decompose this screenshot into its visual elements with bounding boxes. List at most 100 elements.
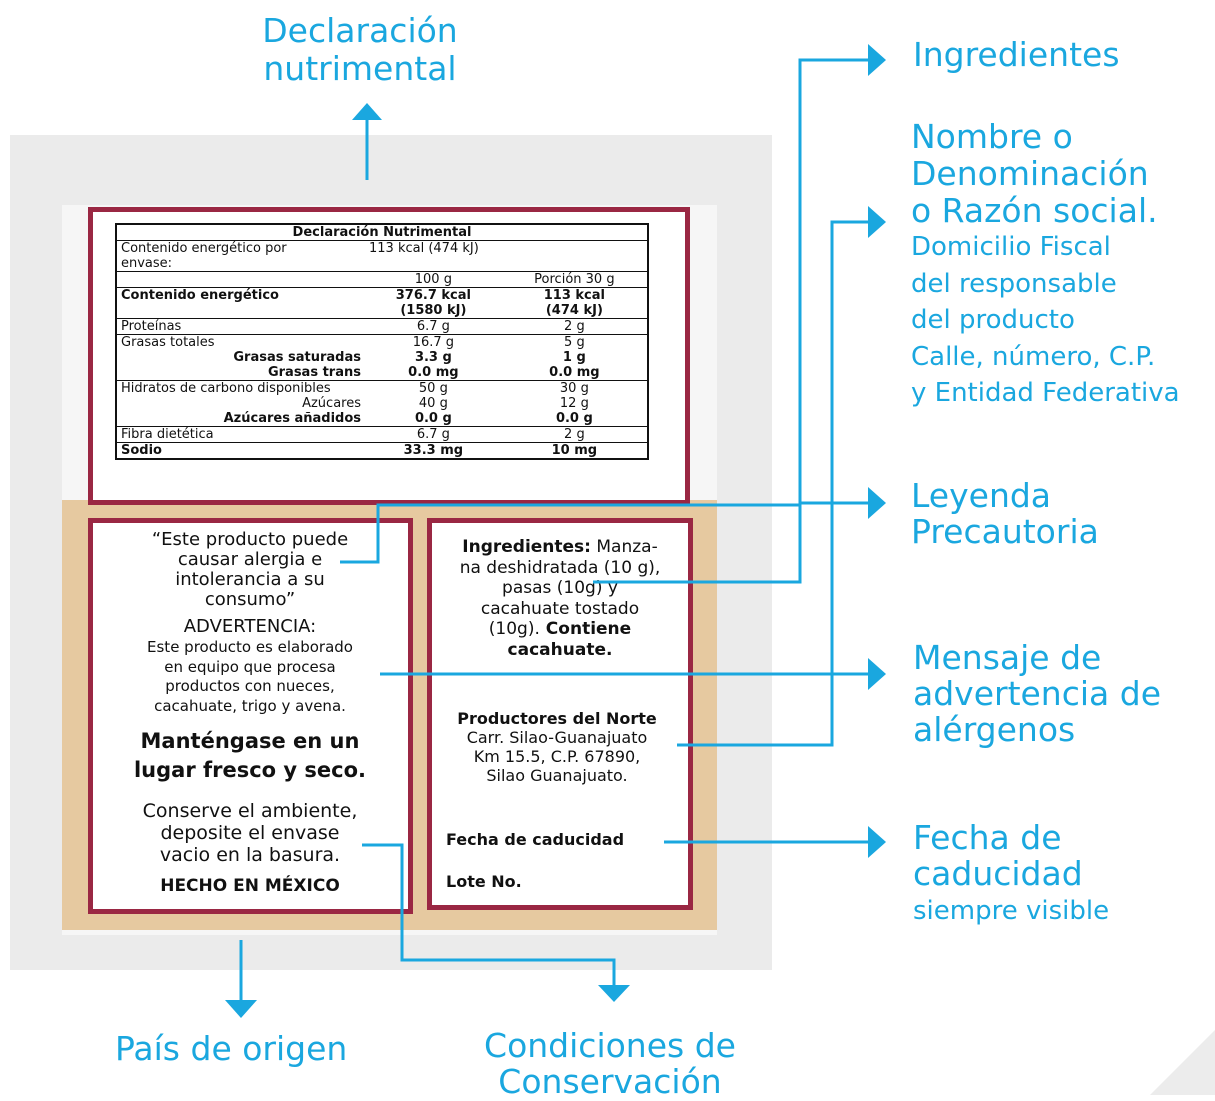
callout-line: Nombre o bbox=[911, 117, 1073, 156]
callout-fecha: Fecha de caducidad bbox=[913, 820, 1083, 892]
row-value: 2 g bbox=[501, 426, 647, 443]
environment-message: Conserve el ambiente, deposite el envase… bbox=[100, 800, 400, 866]
row-label: Contenido energético bbox=[117, 287, 365, 303]
row-value: 6.7 g bbox=[365, 318, 502, 335]
producer-address-line: Silao Guanajuato. bbox=[486, 766, 628, 785]
nutrition-table: Declaración Nutrimental Contenido energé… bbox=[115, 223, 649, 460]
lot-number-label: Lote No. bbox=[446, 872, 522, 891]
quote-line: “Este producto puede bbox=[151, 529, 349, 550]
row-label: Azúcares bbox=[302, 396, 361, 411]
callout-line: y Entidad Federativa bbox=[911, 378, 1180, 408]
arrow-right-icon bbox=[868, 206, 886, 238]
callout-line: Leyenda bbox=[911, 476, 1052, 515]
warning-text: Este producto es elaborado en equipo que… bbox=[100, 638, 400, 716]
row-value: 10 mg bbox=[501, 442, 647, 458]
quote-line: intolerancia a su bbox=[175, 569, 325, 590]
storage-conditions: Manténgase en un lugar fresco y seco. bbox=[100, 727, 400, 785]
row-value: 30 g bbox=[501, 380, 647, 396]
callout-leyenda: Leyenda Precautoria bbox=[911, 478, 1099, 550]
callout-line: Declaración bbox=[262, 11, 458, 50]
ingredients-line: pasas (10g) y bbox=[502, 578, 618, 598]
ingredients-line: Manza- bbox=[590, 537, 658, 557]
row-value: 40 g bbox=[418, 396, 448, 411]
row-value: (474 kJ) bbox=[545, 303, 603, 318]
energy-per-pack-label-2: envase: bbox=[121, 256, 173, 271]
callout-fecha-sub: siempre visible bbox=[913, 896, 1110, 926]
callout-mensaje: Mensaje de advertencia de alérgenos bbox=[913, 640, 1161, 748]
callout-domicilio: Domicilio Fiscal del responsable del pro… bbox=[911, 229, 1180, 412]
callout-line: Domicilio Fiscal bbox=[911, 232, 1111, 262]
row-label: Sodio bbox=[117, 442, 365, 458]
row-label: Hidratos de carbono disponibles bbox=[117, 380, 365, 396]
warning-line: en equipo que procesa bbox=[164, 657, 336, 676]
arrow-down-icon bbox=[225, 1000, 257, 1018]
row-value: 33.3 mg bbox=[365, 442, 502, 458]
producer-address-line: Carr. Silao-Guanajuato bbox=[466, 728, 648, 747]
allergy-quote: “Este producto puede causar alergia e in… bbox=[100, 530, 400, 610]
row-value: 0.0 mg bbox=[549, 365, 600, 380]
quote-line: causar alergia e bbox=[177, 549, 323, 570]
row-value: 6.7 g bbox=[365, 426, 502, 443]
row-label: Grasas saturadas bbox=[233, 350, 361, 365]
row-value: 376.7 kcal bbox=[365, 287, 502, 303]
expiry-date-label: Fecha de caducidad bbox=[446, 830, 625, 849]
warning-line: cacahuate, trigo y avena. bbox=[154, 696, 346, 715]
row-value: 0.0 g bbox=[555, 411, 593, 426]
row-value: 3.3 g bbox=[414, 350, 452, 365]
environment-line: Conserve el ambiente, bbox=[142, 800, 358, 822]
callout-line: Fecha de bbox=[913, 818, 1062, 857]
connector-nombre bbox=[677, 220, 870, 747]
callout-line: advertencia de bbox=[913, 674, 1161, 713]
row-value: 5 g bbox=[501, 334, 647, 350]
row-value: 16.7 g bbox=[365, 334, 502, 350]
warning-line: productos con nueces, bbox=[165, 677, 335, 695]
producer-name: Productores del Norte bbox=[457, 709, 657, 728]
callout-line: Precautoria bbox=[911, 512, 1099, 551]
arrow-right-icon bbox=[868, 487, 886, 519]
corner-decoration bbox=[1150, 1030, 1215, 1095]
row-value: 0.0 g bbox=[414, 411, 452, 426]
arrow-right-icon bbox=[868, 826, 886, 858]
row-value: 0.0 mg bbox=[408, 365, 459, 380]
connector-ingredientes bbox=[593, 58, 870, 584]
row-label: Proteínas bbox=[117, 318, 365, 335]
producer-address-line: Km 15.5, C.P. 67890, bbox=[473, 747, 641, 766]
row-label: Grasas totales bbox=[117, 334, 365, 350]
warning-line: Este producto es elaborado bbox=[147, 638, 353, 656]
connector-leyenda bbox=[340, 501, 870, 564]
environment-line: deposite el envase bbox=[160, 822, 340, 844]
country-of-origin: HECHO EN MÉXICO bbox=[160, 876, 340, 896]
arrow-right-icon bbox=[868, 44, 886, 76]
callout-line: o Razón social. bbox=[911, 191, 1158, 230]
row-value: 12 g bbox=[559, 396, 589, 411]
allergen-contains: Contiene bbox=[539, 619, 632, 639]
energy-per-pack-value: 113 kcal (474 kJ) bbox=[369, 241, 479, 256]
energy-per-pack-label: Contenido energético por bbox=[121, 241, 287, 256]
callout-declaracion: Declaración nutrimental bbox=[240, 12, 480, 88]
ingredients-label: Ingredientes: bbox=[462, 537, 591, 557]
arrow-up-icon bbox=[352, 103, 382, 120]
callout-line: del responsable bbox=[911, 268, 1117, 299]
callout-line: nutrimental bbox=[263, 48, 457, 88]
callout-pais: País de origen bbox=[115, 1029, 348, 1068]
callout-line: del producto bbox=[911, 305, 1075, 335]
col-100g-header: 100 g bbox=[365, 271, 502, 288]
row-label: Azúcares añadidos bbox=[223, 411, 361, 426]
warning-title: ADVERTENCIA: bbox=[183, 616, 317, 637]
row-value: 1 g bbox=[562, 350, 586, 365]
callout-line: Calle, número, C.P. bbox=[911, 341, 1156, 372]
row-label: Fibra dietética bbox=[117, 426, 365, 443]
ingredients-line: cacahuate tostado bbox=[480, 598, 640, 619]
callout-line: Denominación bbox=[911, 154, 1149, 193]
row-value: 113 kcal bbox=[501, 287, 647, 303]
callout-line: alérgenos bbox=[913, 710, 1076, 749]
row-value: 50 g bbox=[365, 380, 502, 396]
allergen-contains: cacahuate. bbox=[507, 639, 613, 660]
callout-nombre: Nombre o Denominación o Razón social. bbox=[911, 118, 1158, 229]
ingredients-text: Ingredientes: Manza- na deshidratada (10… bbox=[437, 537, 683, 660]
precaution-frame bbox=[88, 518, 413, 914]
row-value: 2 g bbox=[501, 318, 647, 335]
callout-line: caducidad bbox=[913, 854, 1083, 893]
callout-condiciones: Condiciones de Conservación bbox=[465, 1028, 755, 1100]
